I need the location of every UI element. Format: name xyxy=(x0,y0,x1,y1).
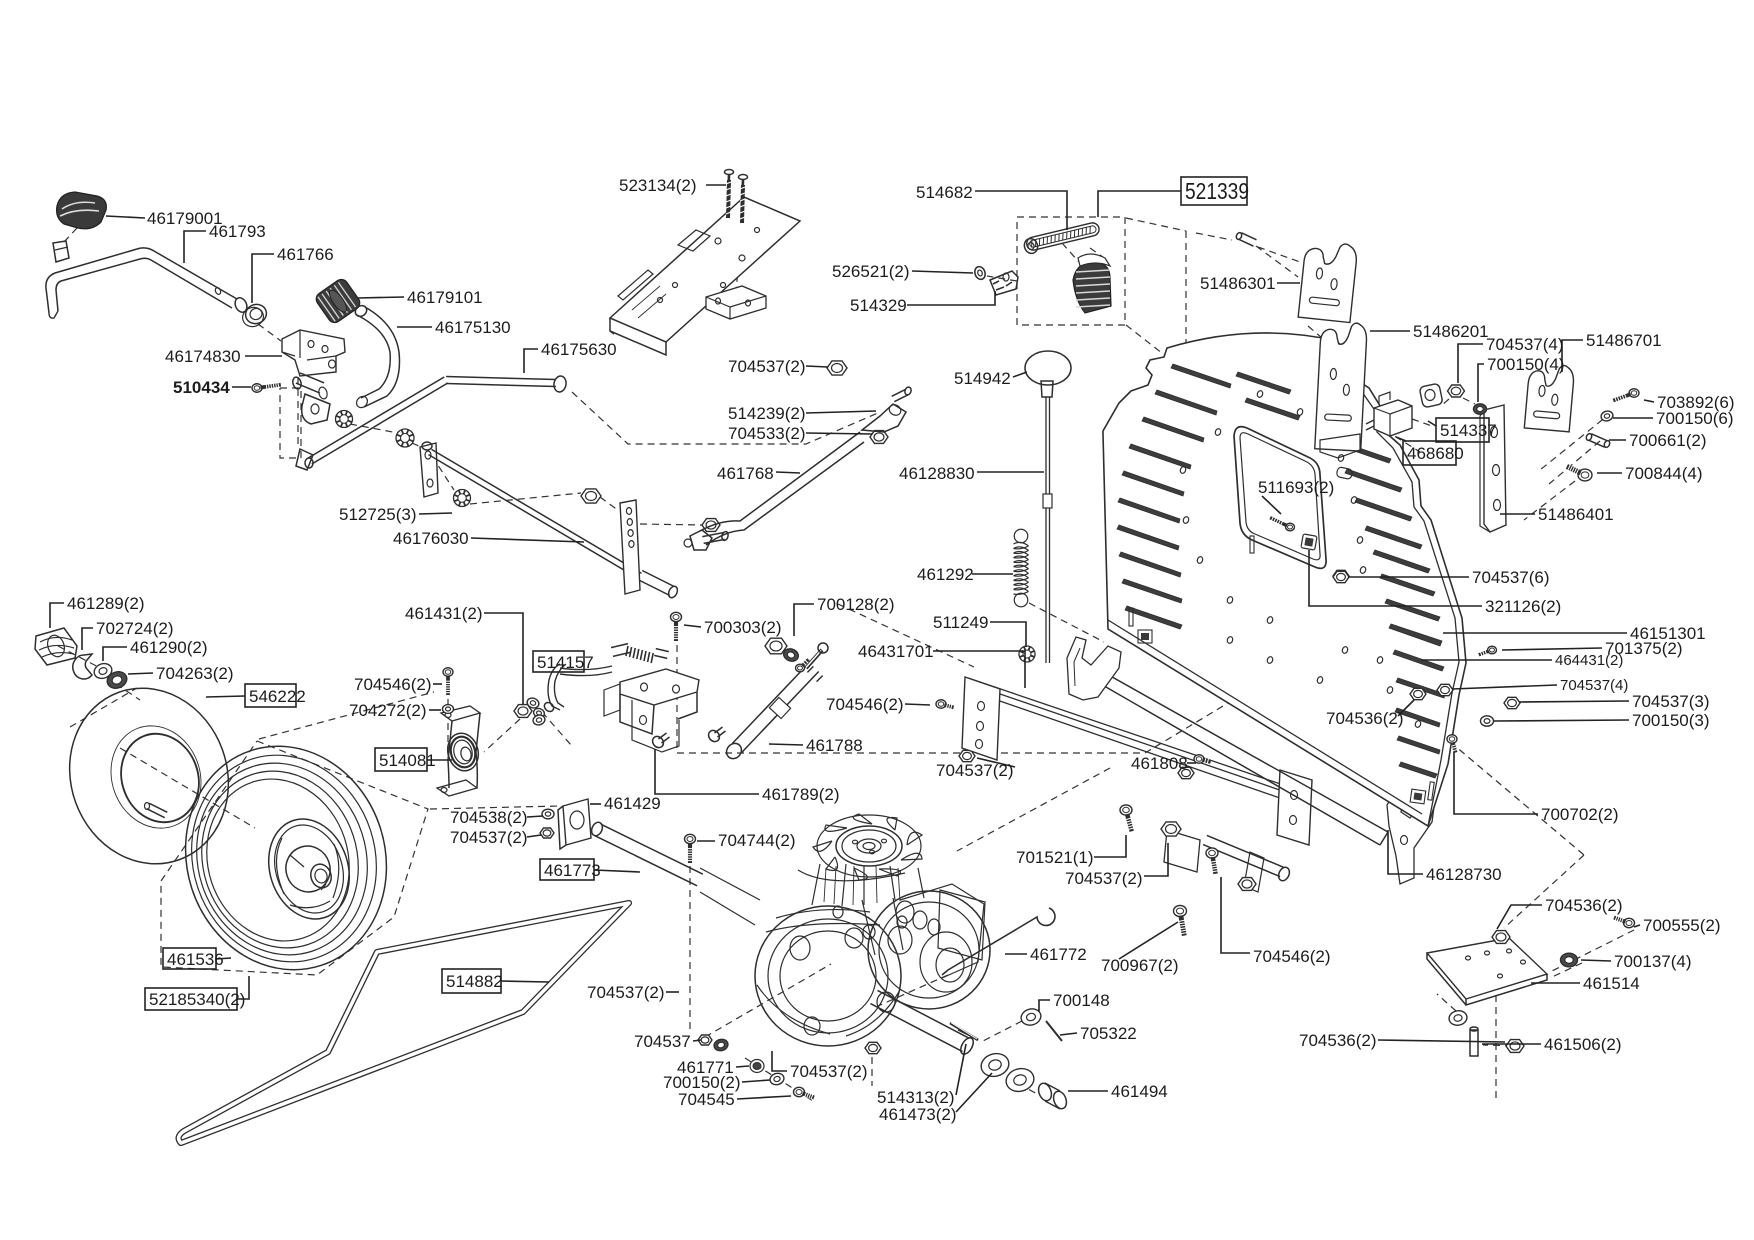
svg-text:704546(2): 704546(2) xyxy=(1253,947,1331,966)
svg-text:704537: 704537 xyxy=(634,1032,691,1051)
svg-text:704272(2): 704272(2) xyxy=(349,701,427,720)
svg-text:704537(2): 704537(2) xyxy=(1065,869,1143,888)
svg-text:704536(2): 704536(2) xyxy=(1326,709,1404,728)
svg-text:700150(3): 700150(3) xyxy=(1632,711,1710,730)
svg-text:704546(2): 704546(2) xyxy=(826,695,904,714)
svg-text:514081: 514081 xyxy=(379,751,436,770)
svg-text:46151301: 46151301 xyxy=(1630,624,1706,643)
svg-text:461772: 461772 xyxy=(1030,945,1087,964)
svg-text:510434: 510434 xyxy=(173,378,230,397)
svg-text:704744(2): 704744(2) xyxy=(718,831,796,850)
svg-text:704537(6): 704537(6) xyxy=(1472,568,1550,587)
svg-text:461789(2): 461789(2) xyxy=(762,785,840,804)
svg-text:46175130: 46175130 xyxy=(435,318,511,337)
svg-text:704537(2): 704537(2) xyxy=(587,983,665,1002)
svg-text:514239(2): 514239(2) xyxy=(728,404,806,423)
svg-text:461771: 461771 xyxy=(677,1058,734,1077)
svg-text:700661(2): 700661(2) xyxy=(1629,431,1707,450)
svg-text:700137(4): 700137(4) xyxy=(1614,952,1692,971)
svg-text:704533(2): 704533(2) xyxy=(728,424,806,443)
svg-text:700303(2): 700303(2) xyxy=(704,618,782,637)
svg-text:46128730: 46128730 xyxy=(1426,865,1502,884)
svg-text:700702(2): 700702(2) xyxy=(1541,805,1619,824)
svg-text:464431(2): 464431(2) xyxy=(1555,652,1623,669)
svg-text:461808: 461808 xyxy=(1131,754,1188,773)
svg-text:704537(2): 704537(2) xyxy=(790,1062,868,1081)
svg-text:51486401: 51486401 xyxy=(1538,505,1614,524)
svg-text:46176030: 46176030 xyxy=(393,529,469,548)
svg-text:321126(2): 321126(2) xyxy=(1485,597,1561,616)
svg-text:46431701: 46431701 xyxy=(858,642,934,661)
svg-text:704537(4): 704537(4) xyxy=(1486,335,1564,354)
svg-text:514682: 514682 xyxy=(916,183,973,202)
svg-text:700128(2): 700128(2) xyxy=(817,595,895,614)
svg-text:512725(3): 512725(3) xyxy=(339,505,417,524)
svg-text:514882: 514882 xyxy=(446,972,503,991)
svg-text:461766: 461766 xyxy=(277,245,334,264)
svg-text:511249: 511249 xyxy=(933,613,988,632)
svg-text:702724(2): 702724(2) xyxy=(96,619,174,638)
svg-text:704537(2): 704537(2) xyxy=(728,357,806,376)
svg-text:700148: 700148 xyxy=(1053,991,1110,1010)
svg-text:461290(2): 461290(2) xyxy=(130,638,208,657)
svg-text:521339: 521339 xyxy=(1185,178,1249,204)
svg-text:46179001: 46179001 xyxy=(147,209,223,228)
svg-text:46179101: 46179101 xyxy=(407,288,483,307)
svg-text:46175630: 46175630 xyxy=(541,340,617,359)
svg-text:514313(2): 514313(2) xyxy=(877,1088,955,1107)
svg-text:705322: 705322 xyxy=(1080,1024,1137,1043)
svg-text:704537(2): 704537(2) xyxy=(450,828,528,847)
svg-text:514337: 514337 xyxy=(1440,421,1497,440)
svg-text:700150(4): 700150(4) xyxy=(1487,355,1565,374)
svg-text:704263(2): 704263(2) xyxy=(156,664,234,683)
svg-text:700150(2): 700150(2) xyxy=(663,1073,741,1092)
svg-text:704537(2): 704537(2) xyxy=(936,761,1014,780)
svg-text:461536: 461536 xyxy=(167,950,224,969)
svg-text:461292: 461292 xyxy=(917,565,974,584)
svg-text:704545: 704545 xyxy=(678,1090,735,1109)
svg-text:701521(1): 701521(1) xyxy=(1016,848,1094,867)
svg-text:526521(2): 526521(2) xyxy=(832,262,910,281)
svg-text:511693(2): 511693(2) xyxy=(1258,478,1334,497)
svg-text:52185340(2): 52185340(2) xyxy=(149,990,245,1009)
svg-text:461788: 461788 xyxy=(806,736,863,755)
svg-text:700967(2): 700967(2) xyxy=(1101,956,1179,975)
svg-text:700150(6): 700150(6) xyxy=(1656,409,1734,428)
svg-text:51486201: 51486201 xyxy=(1413,322,1489,341)
svg-text:700844(4): 700844(4) xyxy=(1625,464,1703,483)
svg-text:514157: 514157 xyxy=(537,653,594,672)
svg-text:514942: 514942 xyxy=(954,369,1011,388)
svg-text:461506(2): 461506(2) xyxy=(1544,1035,1622,1054)
svg-text:704537(3): 704537(3) xyxy=(1632,692,1710,711)
svg-text:461793: 461793 xyxy=(209,222,266,241)
svg-text:46128830: 46128830 xyxy=(899,464,975,483)
svg-text:461431(2): 461431(2) xyxy=(405,604,483,623)
svg-text:51486701: 51486701 xyxy=(1586,331,1662,350)
svg-text:461514: 461514 xyxy=(1583,974,1640,993)
svg-text:461494: 461494 xyxy=(1111,1082,1168,1101)
svg-text:51486301: 51486301 xyxy=(1200,274,1276,293)
svg-text:514329: 514329 xyxy=(850,296,907,315)
svg-text:461429: 461429 xyxy=(604,794,661,813)
svg-text:461768: 461768 xyxy=(717,464,774,483)
svg-text:704538(2): 704538(2) xyxy=(450,808,528,827)
svg-text:461473(2): 461473(2) xyxy=(879,1105,957,1124)
svg-text:461289(2): 461289(2) xyxy=(67,594,145,613)
svg-text:461773: 461773 xyxy=(544,861,601,880)
svg-text:704536(2): 704536(2) xyxy=(1545,896,1623,915)
svg-text:704546(2): 704546(2) xyxy=(354,675,432,694)
svg-text:468680: 468680 xyxy=(1407,444,1464,463)
svg-text:703892(6): 703892(6) xyxy=(1657,393,1735,412)
svg-text:704536(2): 704536(2) xyxy=(1299,1031,1377,1050)
svg-text:523134(2): 523134(2) xyxy=(619,176,697,195)
svg-text:704537(4): 704537(4) xyxy=(1560,677,1628,694)
svg-text:46174830: 46174830 xyxy=(165,347,241,366)
svg-text:701375(2): 701375(2) xyxy=(1605,639,1683,658)
svg-text:700555(2): 700555(2) xyxy=(1643,916,1721,935)
svg-text:546222: 546222 xyxy=(249,687,306,706)
